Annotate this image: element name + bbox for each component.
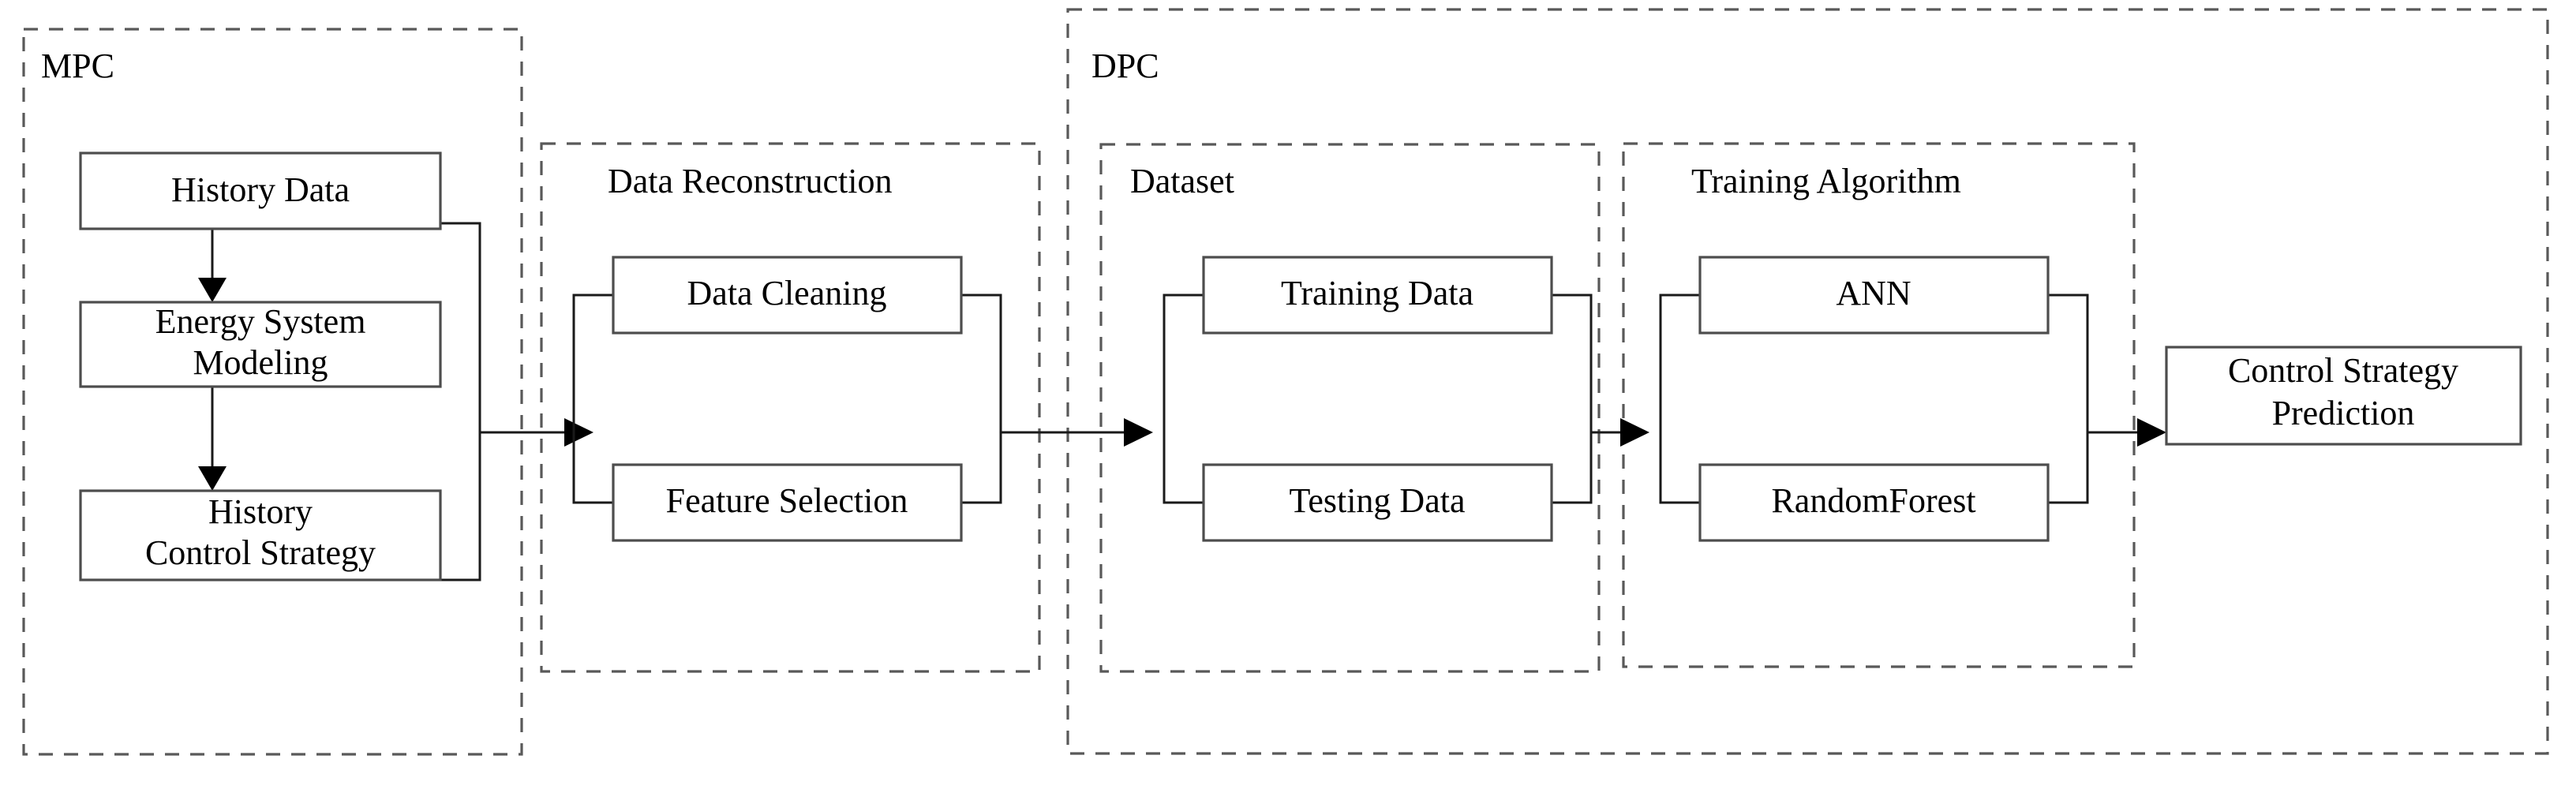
arrowhead-icon xyxy=(198,278,227,302)
node-data-cleaning[interactable]: Data Cleaning xyxy=(612,256,963,335)
node-energy-system-modeling-label-line2: Modeling xyxy=(193,343,328,382)
node-training-data-label: Training Data xyxy=(1281,274,1473,312)
connector-dataset-split xyxy=(1163,294,1204,504)
arrowhead-icon xyxy=(2137,418,2166,447)
node-ann-box[interactable] xyxy=(1698,256,2050,335)
node-history-data-label: History Data xyxy=(171,170,350,209)
node-history-data-box[interactable] xyxy=(79,151,442,230)
arrowhead-icon xyxy=(564,418,593,447)
node-control-strategy-prediction-label-line1: Control Strategy xyxy=(2228,351,2458,390)
node-energy-system-modeling-box[interactable] xyxy=(79,301,442,388)
connector-history-data-to-energy-system-modeling xyxy=(198,229,227,302)
node-history-data[interactable]: History Data xyxy=(79,151,442,230)
arrowhead-icon xyxy=(198,466,227,491)
arrowhead-icon xyxy=(1620,418,1649,447)
connector-training-algorithm-split xyxy=(1659,294,1700,504)
group-mpc-label: MPC xyxy=(41,47,114,85)
connector-energy-system-modeling-to-history-control-strategy xyxy=(198,387,227,491)
connector-line xyxy=(572,294,613,504)
group-dataset-border xyxy=(1099,143,1601,673)
node-energy-system-modeling-label-line1: Energy System xyxy=(155,302,366,341)
group-mpc-border xyxy=(22,28,523,756)
node-data-cleaning-box[interactable] xyxy=(612,256,963,335)
connector-data-reconstruction-merge-to-dataset xyxy=(961,294,1153,504)
node-history-control-strategy-label-line1: History xyxy=(208,492,313,531)
node-testing-data-label: Testing Data xyxy=(1290,481,1466,520)
group-training-algorithm-label: Training Algorithm xyxy=(1691,162,1961,200)
connector-data-reconstruction-split xyxy=(572,294,613,504)
node-feature-selection-label: Feature Selection xyxy=(666,481,908,520)
connector-dataset-merge-to-training-algorithm xyxy=(1552,294,1649,504)
node-ann[interactable]: ANN xyxy=(1698,256,2050,335)
connector-training-algorithm-merge-to-control-strategy-prediction xyxy=(2048,294,2166,504)
node-data-cleaning-label: Data Cleaning xyxy=(687,274,887,312)
connector-line xyxy=(961,294,1002,504)
connector-line xyxy=(1659,294,1700,504)
node-feature-selection-box[interactable] xyxy=(612,463,963,542)
group-data-reconstruction-label: Data Reconstruction xyxy=(608,162,892,200)
node-control-strategy-prediction-label-line2: Prediction xyxy=(2272,394,2415,432)
group-training-algorithm-border xyxy=(1622,142,2136,668)
node-testing-data[interactable]: Testing Data xyxy=(1202,463,1553,542)
node-random-forest[interactable]: RandomForest xyxy=(1698,463,2050,542)
group-dataset: Dataset xyxy=(1099,143,1601,673)
node-energy-system-modeling[interactable]: Energy System Modeling xyxy=(79,301,442,388)
group-dpc-label: DPC xyxy=(1091,47,1159,85)
node-control-strategy-prediction-box[interactable] xyxy=(2165,346,2522,446)
node-training-data[interactable]: Training Data xyxy=(1202,256,1553,335)
node-control-strategy-prediction[interactable]: Control Strategy Prediction xyxy=(2165,346,2522,446)
group-data-reconstruction: Data Reconstruction xyxy=(540,142,1041,673)
node-training-data-box[interactable] xyxy=(1202,256,1553,335)
group-training-algorithm: Training Algorithm xyxy=(1622,142,2136,668)
group-data-reconstruction-border xyxy=(540,142,1041,673)
arrowhead-icon xyxy=(1124,418,1153,447)
node-random-forest-box[interactable] xyxy=(1698,463,2050,542)
group-mpc: MPC xyxy=(22,28,523,756)
group-dpc: DPC xyxy=(1066,8,2549,755)
node-ann-label: ANN xyxy=(1836,274,1911,312)
node-feature-selection[interactable]: Feature Selection xyxy=(612,463,963,542)
connector-line xyxy=(1163,294,1204,504)
node-random-forest-label: RandomForest xyxy=(1771,481,1975,520)
group-dataset-label: Dataset xyxy=(1130,162,1234,200)
node-history-control-strategy-box[interactable] xyxy=(79,489,442,581)
node-history-control-strategy-label-line2: Control Strategy xyxy=(145,533,376,572)
node-history-control-strategy[interactable]: History Control Strategy xyxy=(79,489,442,581)
group-dpc-border xyxy=(1066,8,2549,755)
connector-line xyxy=(1552,294,1593,504)
connector-line xyxy=(2048,294,2089,504)
node-testing-data-box[interactable] xyxy=(1202,463,1553,542)
